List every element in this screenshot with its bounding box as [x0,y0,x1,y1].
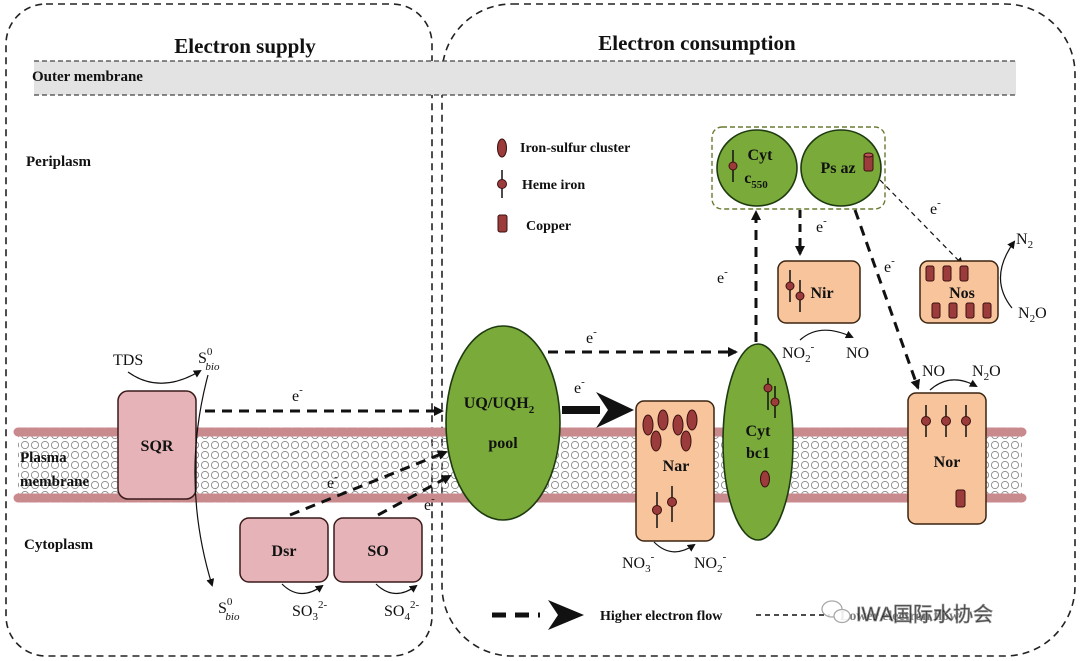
plasma-membrane-label-1: Plasma [20,450,67,466]
uq-pool [445,325,561,521]
nor-label: Nor [934,454,961,471]
so-protein [333,517,423,583]
so4-label: SO42- [384,599,419,623]
e-label-nor: e- [884,255,895,276]
dsr-label: Dsr [272,543,297,560]
e-label-nos: e- [930,197,941,218]
cyt-bc1-label-1: Cyt [746,423,772,440]
n2o-label-nor: N2O [972,363,1001,383]
watermark-text: IWA国际水协会 [856,603,993,626]
legend: Iron-sulfur cluster Heme iron Copper Hig… [492,138,960,630]
heme-iron-icon [497,170,507,198]
no-label-nor: NO [922,363,945,380]
cytoplasm-label: Cytoplasm [24,537,94,553]
no2-label-nar: NO2- [694,551,727,575]
electron-supply-title: Electron supply [174,34,316,58]
heme-iron-icon [652,486,677,528]
dsr-protein [239,517,329,583]
nar-label: Nar [663,458,690,475]
periplasm-label: Periplasm [26,154,91,170]
psaz-label: Ps az [820,160,855,177]
legend-higher-flow: Higher electron flow [600,609,723,624]
copper-icon [925,265,992,319]
cyt-bc1-label-2: bc1 [746,445,770,462]
nir-protein [777,260,861,324]
legend-iron-sulfur: Iron-sulfur cluster [520,141,630,156]
pseudoazurin [800,129,882,207]
electron-consumption-title: Electron consumption [598,31,796,55]
cyt-c550 [716,129,798,207]
n2o-label-nos: N2O [1018,305,1047,325]
watermark: IWA国际水协会 [821,600,993,626]
no2-label-nir: NO2- [782,341,815,365]
e-label-uq-bc1: e- [586,326,597,347]
heme-iron-icon [785,270,805,312]
e-label-so: e- [424,493,435,514]
e-label-nir: e- [816,215,827,236]
sqr-label: SQR [141,438,174,455]
iron-sulfur-icon [760,470,770,488]
cyt-c550-label-2: c550 [744,170,768,191]
cytc-psaz-complex [711,126,886,210]
copper-icon [497,214,508,233]
electron-consumption-panel [441,3,1076,657]
no3-label: NO3- [622,551,655,575]
cyt-c550-label-1: Cyt [748,147,774,164]
heme-iron-icon [728,150,738,182]
nir-label: Nir [810,285,833,302]
legend-copper: Copper [526,219,571,234]
copper-icon [955,489,966,508]
cyt-bc1 [722,343,794,541]
e-label-uq-nar: e- [574,376,585,397]
electron-supply-panel [5,3,433,657]
e-label-bc1-cytc: e- [717,266,728,287]
uq-pool-label-2: pool [488,435,518,452]
e-label-sqr: e- [292,384,303,405]
no-label-nir: NO [846,345,869,362]
wechat-icon [821,600,851,624]
nos-label: Nos [949,285,975,302]
n2-label: N2 [1016,231,1033,251]
tds-label: TDS [113,352,143,369]
legend-heme-iron: Heme iron [522,178,585,193]
copper-icon [863,152,874,172]
heme-iron-icon [921,405,971,437]
uq-pool-label-1: UQ/UQH2 [464,395,535,416]
iron-sulfur-icon [642,409,698,452]
heme-iron-icon [763,378,780,418]
e-label-dsr: e- [327,471,338,492]
plasma-membrane-label-2: membrane [20,474,89,490]
legend-lower-flow: Lower electron flow [840,609,960,624]
outer-membrane-band [34,61,1016,95]
so3-label: SO32- [292,599,327,623]
so-label: SO [367,543,388,560]
outer-membrane-label: Outer membrane [32,69,143,85]
iron-sulfur-icon [497,138,507,158]
